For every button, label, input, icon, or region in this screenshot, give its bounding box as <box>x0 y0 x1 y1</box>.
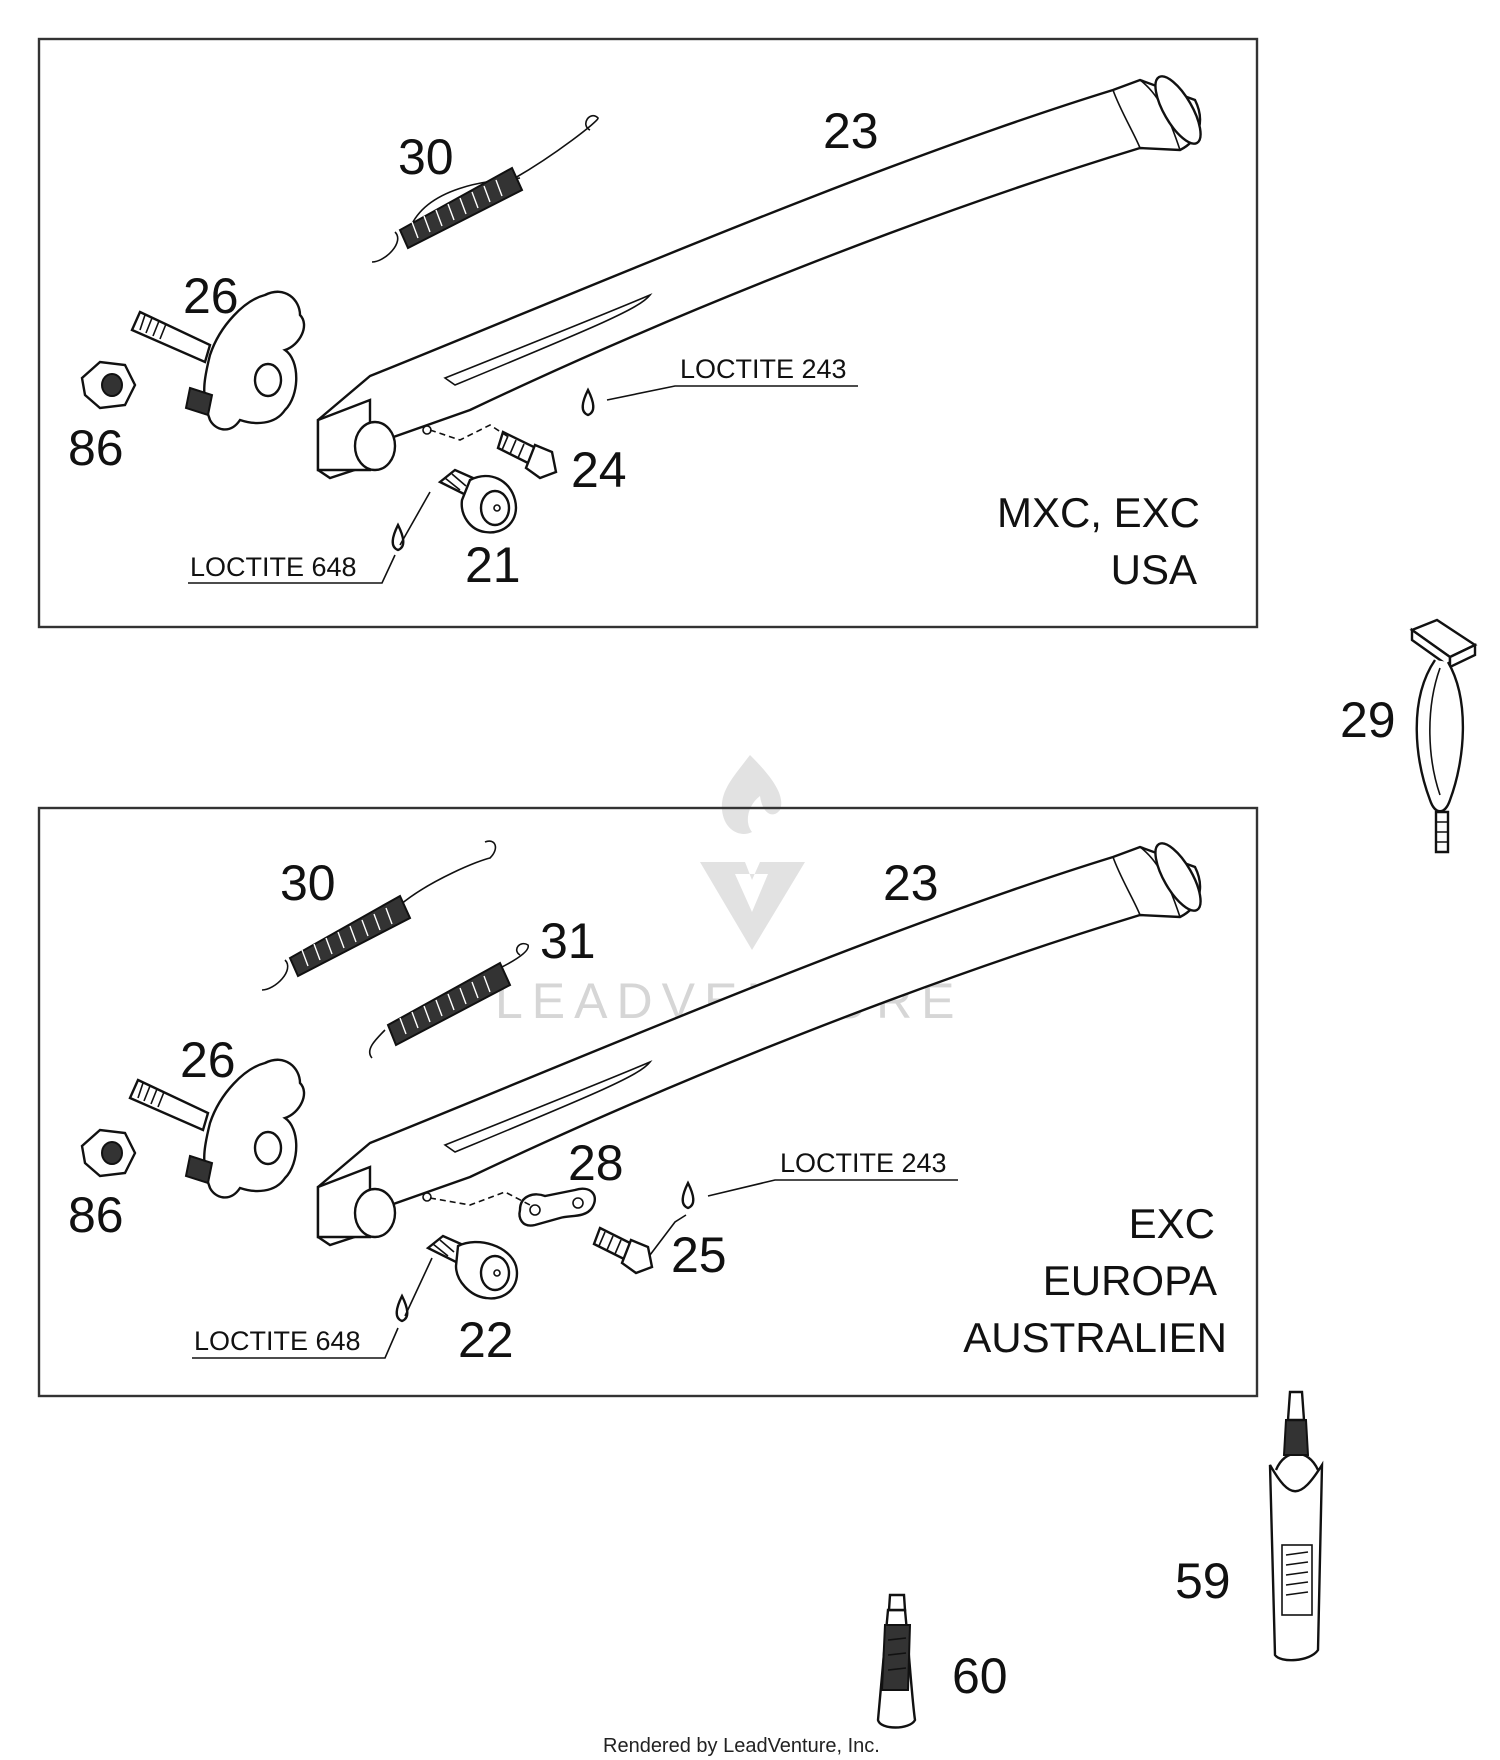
callout-60: 60 <box>952 1648 1008 1704</box>
loctite-243-label: LOCTITE 243 <box>780 1148 947 1178</box>
variant-line-2: USA <box>1111 546 1197 593</box>
leader-648-foot-bottom <box>404 1257 433 1317</box>
callout-30: 30 <box>280 855 336 911</box>
leader-loctite-648-top <box>188 554 396 584</box>
callout-21: 21 <box>465 537 521 593</box>
callout-86: 86 <box>68 420 124 476</box>
leader-loctite-243-top <box>606 385 858 401</box>
nut-86-top <box>80 360 137 410</box>
nut-86-bottom <box>80 1128 137 1178</box>
callout-24: 24 <box>571 442 627 498</box>
variant-line-3: AUSTRALIEN <box>963 1314 1227 1361</box>
panel-bottom-frame <box>37 806 1259 1398</box>
lock-plate-28 <box>518 1187 597 1227</box>
callout-23: 23 <box>823 103 879 159</box>
bolt-25-bottom <box>592 1226 654 1275</box>
pivot-bolt-26-bottom <box>128 1058 306 1199</box>
leader-648-foot-top <box>399 491 431 546</box>
variant-line-2: EUROPA <box>1043 1257 1217 1304</box>
callout-22: 22 <box>458 1312 514 1368</box>
loctite-drop-648-top <box>391 522 405 552</box>
leader-loctite-243-bottom <box>707 1179 958 1197</box>
callout-23: 23 <box>883 855 939 911</box>
loctite-tube-59: 59 <box>1175 1390 1324 1662</box>
callout-86: 86 <box>68 1187 124 1243</box>
retainer-29: 29 <box>1340 618 1478 854</box>
leader-dashed-top <box>429 424 511 441</box>
loctite-648-label: LOCTITE 648 <box>194 1326 361 1356</box>
leader-25-bottom <box>649 1214 687 1256</box>
callout-25: 25 <box>671 1227 727 1283</box>
callout-26: 26 <box>180 1032 236 1088</box>
loctite-bottle-60: 60 <box>876 1593 1008 1729</box>
footer-credit: Rendered by LeadVenture, Inc. <box>603 1735 880 1757</box>
watermark-v-icon <box>700 862 805 950</box>
watermark-flame-icon <box>721 755 782 834</box>
spring-30-bottom <box>261 840 497 991</box>
callout-59: 59 <box>1175 1553 1231 1609</box>
callout-28: 28 <box>568 1135 624 1191</box>
leader-dashed-bottom <box>429 1191 531 1206</box>
leader-loctite-648-bottom <box>192 1327 399 1359</box>
spring-31-bottom <box>368 942 529 1059</box>
variant-line-1: MXC, EXC <box>997 489 1200 536</box>
kickstand-leg-top <box>316 75 1202 480</box>
panel-exc-europa-australien: 30 23 31 26 86 28 25 22 LOCTITE 243 LOCT… <box>37 806 1259 1398</box>
panel-top-frame <box>37 37 1259 629</box>
loctite-648-label: LOCTITE 648 <box>190 552 357 582</box>
spring-30-top <box>371 114 599 263</box>
variant-line-1: EXC <box>1129 1200 1215 1247</box>
loctite-drop-243-bottom <box>681 1180 695 1210</box>
kickstand-leg-bottom <box>316 842 1202 1247</box>
foot-22-bottom <box>425 1234 519 1300</box>
callout-29: 29 <box>1340 692 1396 748</box>
loctite-243-label: LOCTITE 243 <box>680 354 847 384</box>
panel-mxc-exc-usa: 30 23 26 86 24 21 LOCTITE 243 LOCTITE 64… <box>37 37 1259 629</box>
callout-30: 30 <box>398 129 454 185</box>
pivot-bolt-26-top <box>130 290 306 431</box>
callout-26: 26 <box>183 268 239 324</box>
callout-31: 31 <box>540 913 596 969</box>
bolt-24-top <box>496 430 558 480</box>
loctite-drop-243-top <box>581 387 595 417</box>
foot-21-top <box>437 468 518 534</box>
loctite-drop-648-bottom <box>395 1293 409 1323</box>
